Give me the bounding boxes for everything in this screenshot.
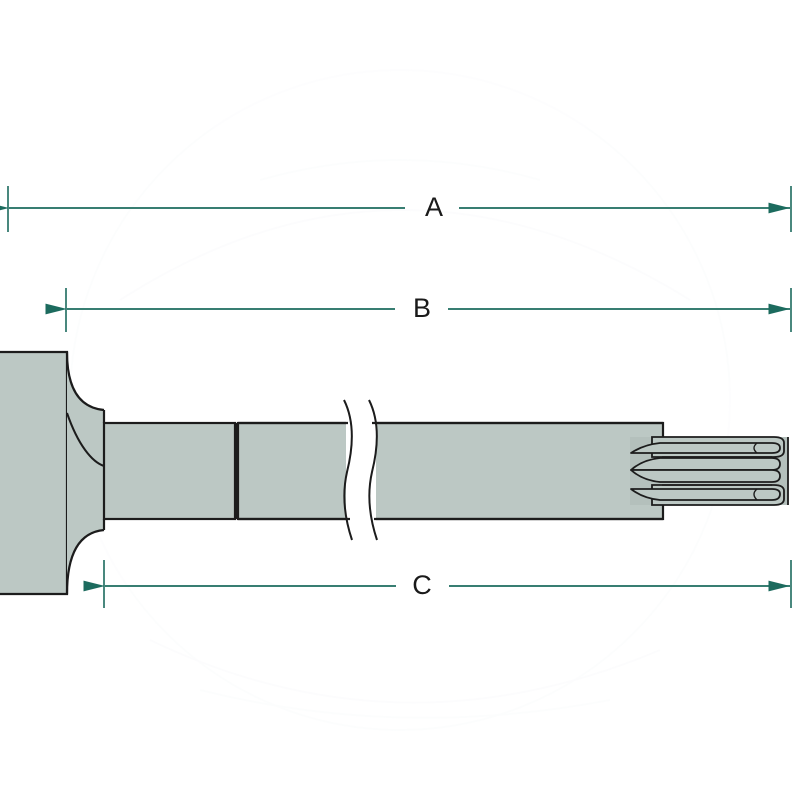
hub-inner-arc-top — [66, 412, 105, 467]
dimension-a: A — [0, 186, 792, 232]
shaft-section-main — [236, 421, 665, 521]
spline-assembly — [630, 436, 789, 506]
spline-tooth-3 — [630, 469, 781, 483]
spline-tooth-1 — [630, 442, 781, 454]
dimension-a-label: A — [425, 192, 443, 222]
part-geometry — [0, 350, 789, 596]
hub-fillet-top — [65, 351, 105, 412]
spline-tooth-4 — [630, 488, 781, 501]
hub-neck — [67, 352, 104, 594]
dimension-b: B — [45, 288, 792, 332]
dimension-b-label: B — [413, 293, 431, 323]
shaft-section-near — [102, 421, 237, 521]
spline-end-cap-upper — [753, 442, 758, 454]
spline-tooth-2 — [630, 457, 781, 471]
dimension-c-label: C — [412, 570, 432, 600]
dimension-c: C — [83, 560, 792, 608]
flange-plate — [0, 350, 69, 596]
hub-fillet-bottom — [65, 528, 105, 595]
background-watermark — [69, 69, 731, 731]
spline-end-cap-lower — [753, 488, 758, 501]
